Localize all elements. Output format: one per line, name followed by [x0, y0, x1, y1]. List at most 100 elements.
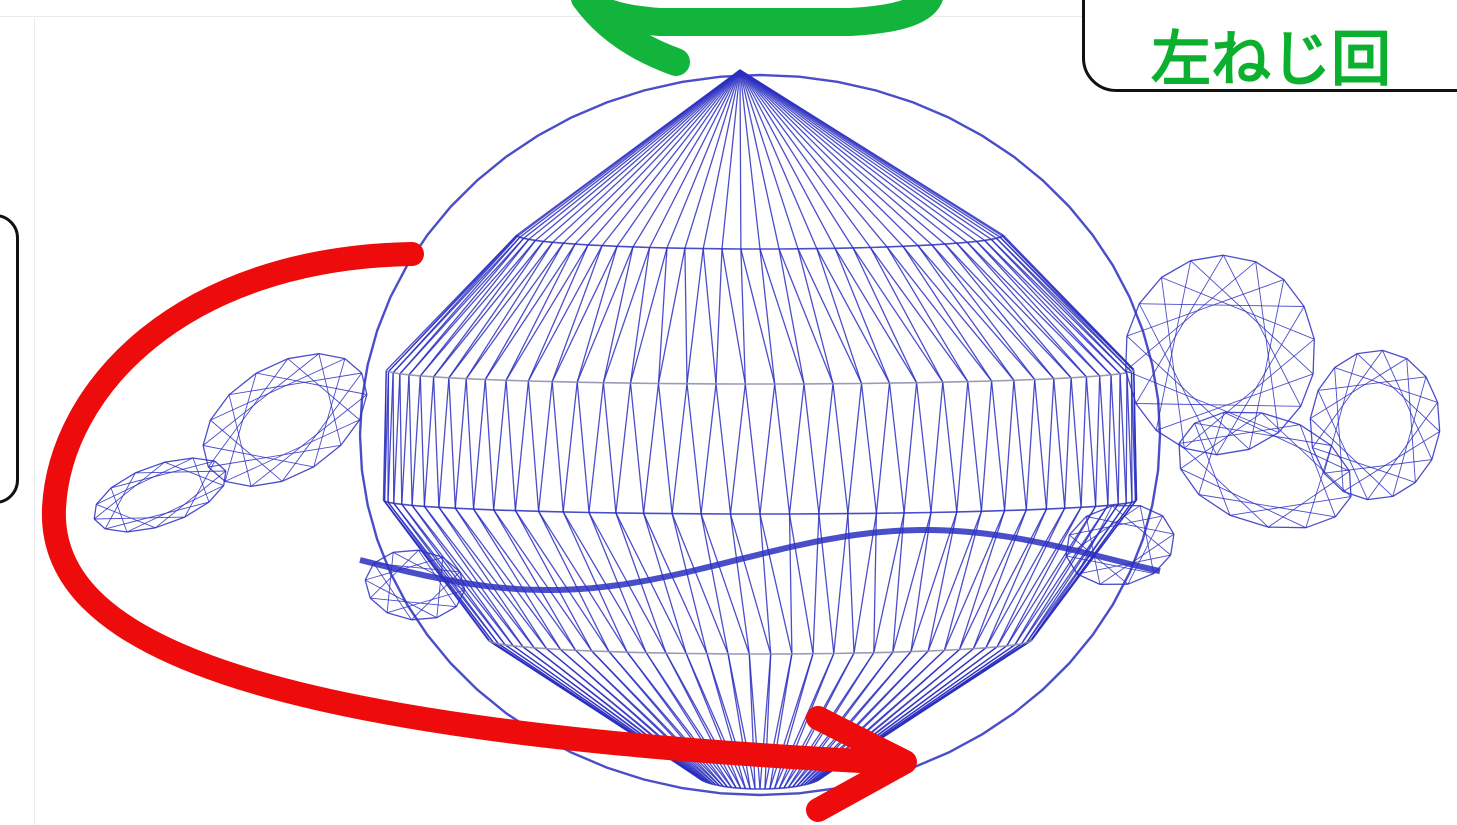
mesh-edge	[1022, 505, 1108, 643]
mesh-edge	[968, 382, 982, 512]
mesh-edge	[1015, 505, 1108, 644]
mesh-edge	[1230, 497, 1351, 516]
mesh-edge	[1368, 496, 1393, 499]
mesh-edge	[393, 373, 394, 504]
mesh-edge	[722, 70, 740, 249]
mesh-edge	[741, 249, 775, 384]
mesh-edge	[672, 384, 687, 514]
mesh-edge	[1223, 255, 1300, 406]
mesh-edge	[1191, 255, 1224, 261]
mesh-edge	[1249, 280, 1284, 450]
mesh-edge	[424, 377, 433, 507]
mesh-edge	[973, 509, 1046, 649]
mesh-edge	[1304, 307, 1314, 340]
mesh-edge	[740, 70, 945, 244]
mesh-ring	[386, 370, 1134, 385]
mesh-edge	[1161, 261, 1190, 278]
mesh-edge	[1046, 379, 1053, 509]
mesh-edge	[210, 359, 345, 421]
mesh-edge	[1136, 404, 1156, 431]
mesh-edge	[903, 246, 1014, 380]
mesh-edge	[1027, 504, 1119, 642]
mesh-edge	[833, 384, 848, 514]
mesh-edge	[887, 247, 968, 382]
mesh-edge	[740, 70, 977, 241]
mesh-edge	[977, 241, 1100, 376]
mesh-edge	[400, 238, 524, 373]
mesh-edge	[1310, 359, 1406, 419]
mesh-edge	[494, 380, 506, 510]
mesh-edge	[957, 382, 968, 512]
mesh-edge	[731, 514, 750, 654]
mesh-edge	[876, 383, 889, 513]
mesh-edge	[439, 378, 449, 508]
mesh-edge	[931, 382, 943, 512]
mesh-edge	[760, 249, 804, 384]
mesh-edge	[1407, 359, 1426, 377]
mesh-edge	[1171, 534, 1174, 555]
mesh-edge	[932, 245, 1035, 380]
mesh-edge	[943, 382, 957, 512]
mesh-edge	[740, 70, 835, 248]
mesh-edge	[155, 471, 225, 528]
mesh-edge	[703, 249, 716, 384]
mesh-edge	[1014, 380, 1026, 510]
mesh-edge	[208, 467, 225, 481]
mesh-edge	[779, 249, 804, 384]
mesh-edge	[798, 249, 862, 384]
mesh-edge	[911, 513, 931, 652]
mesh-edge	[282, 373, 362, 481]
mesh-edge	[903, 246, 992, 381]
mesh-edge	[1005, 380, 1014, 510]
mesh-edge	[808, 650, 960, 785]
mesh-edge	[790, 384, 805, 514]
mesh-edge	[282, 467, 314, 481]
mesh-edge	[409, 239, 529, 374]
mesh-edge	[155, 517, 184, 528]
mesh-edge	[251, 395, 367, 487]
mesh-edge	[1071, 378, 1081, 508]
mesh-edge	[105, 473, 135, 529]
mesh-edge	[1136, 404, 1301, 407]
mesh-edge	[687, 384, 701, 514]
mesh-edge	[576, 650, 720, 785]
mesh-edge	[1217, 449, 1250, 455]
mesh-edge	[506, 380, 515, 510]
mesh-edge	[823, 640, 1032, 776]
mesh-edge	[603, 247, 633, 383]
mesh-edge	[644, 384, 659, 514]
callout-box: 左ねじ回	[1082, 0, 1457, 92]
mesh-edge	[659, 384, 673, 514]
mesh-edge	[1318, 368, 1335, 391]
mesh-edge	[1301, 374, 1313, 406]
mesh-edge	[1312, 350, 1382, 447]
mesh-edge	[393, 550, 418, 552]
mesh-edge	[1026, 380, 1034, 510]
mesh-edge	[225, 481, 251, 486]
mesh-edge	[449, 378, 455, 508]
mesh-edge	[319, 354, 341, 446]
mesh-edge	[716, 384, 731, 514]
mesh-edge	[400, 374, 402, 505]
mesh-edge	[535, 70, 740, 240]
mesh-edge	[474, 509, 576, 650]
mesh-edge	[135, 462, 164, 473]
mesh-edge	[256, 359, 288, 373]
mesh-edge	[1223, 255, 1255, 262]
mesh-edge	[96, 504, 155, 527]
mesh-edge	[811, 649, 974, 784]
mesh-edge	[1249, 433, 1278, 450]
mesh-edge	[917, 383, 931, 513]
mesh-edge	[1139, 304, 1216, 455]
mesh-edge	[394, 374, 400, 504]
mesh-edge	[1126, 371, 1279, 433]
mesh-edge	[848, 384, 862, 514]
mesh-edge	[466, 379, 473, 509]
mesh-edge	[1426, 377, 1438, 403]
mesh-edge	[575, 70, 740, 244]
mesh-edge	[563, 382, 577, 512]
mesh-edge	[1318, 377, 1426, 391]
mesh-edge	[1128, 574, 1154, 585]
mesh-edge	[804, 384, 819, 514]
